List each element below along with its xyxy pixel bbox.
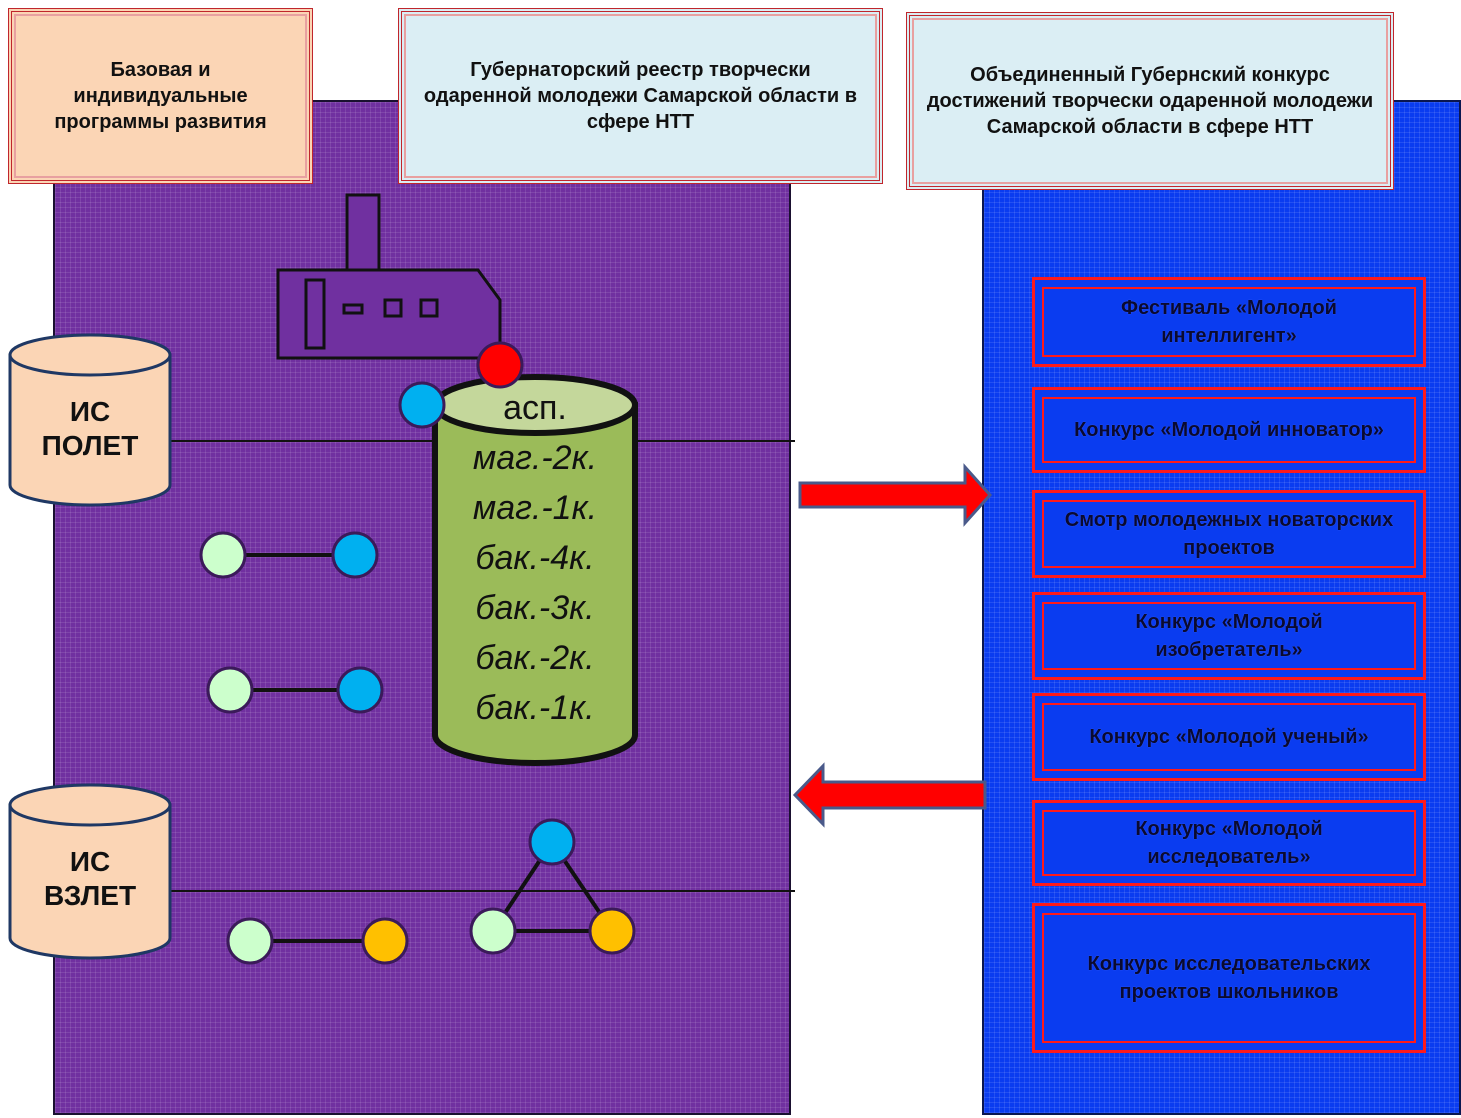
node-orange-triangle [588,907,636,955]
competition-school-research-projects: Конкурс исследовательских проектов школь… [1032,903,1426,1053]
server-icon [276,193,502,360]
node-green-3 [226,917,274,965]
competition-label: Конкурс «Молодой ученый» [1089,726,1369,748]
competition-young-innovator: Конкурс «Молодой инноватор» [1032,387,1426,473]
registry-level-asp: асп. [503,389,567,427]
registry-level-bak1: бак.-1к. [475,689,595,727]
competition-label: Конкурс «Молодой инноватор» [1074,419,1384,441]
competition-label: Конкурс «Молодой исследователь» [1135,818,1323,868]
node-blue-1 [331,531,379,579]
registry-level-bak2: бак.-2к. [475,639,595,677]
arrow-left-icon [792,762,987,828]
node-blue-cylinder [398,381,446,429]
node-green-triangle [469,907,517,955]
competition-festival-young-intellectual: Фестиваль «Молодой интеллигент» [1032,277,1426,367]
arrow-right-icon [798,463,993,527]
competition-young-scientist: Конкурс «Молодой ученый» [1032,693,1426,781]
is-polet-line2: ПОЛЕТ [41,430,139,461]
competition-label: Фестиваль «Молодой интеллигент» [1121,297,1337,347]
header-united-competition: Объединенный Губернский конкурс достижен… [906,12,1394,190]
node-red [476,341,524,389]
registry-level-mag2: маг.-2к. [472,439,598,477]
header-middle-text: Губернаторский реестр творчески одаренно… [423,59,858,133]
competition-label: Конкурс исследовательских проектов школь… [1087,953,1371,1003]
is-polet-line1: ИС [69,396,111,427]
registry-level-mag1: маг.-1к. [472,489,598,527]
node-green-2 [206,666,254,714]
node-orange-1 [361,917,409,965]
registry-level-bak4: бак.-4к. [475,539,595,577]
competition-young-researcher: Конкурс «Молодой исследователь» [1032,800,1426,886]
competition-youth-innovation-review: Смотр молодежных новаторских проектов [1032,490,1426,578]
is-vzlet-line1: ИС [69,846,111,877]
node-blue-triangle [528,818,576,866]
line-vzlet [168,890,795,892]
node-blue-2 [336,666,384,714]
competition-label: Смотр молодежных новаторских проектов [1064,509,1394,559]
header-right-text: Объединенный Губернский конкурс достижен… [926,64,1374,138]
is-vzlet-line2: ВЗЛЕТ [43,880,137,911]
competition-young-inventor: Конкурс «Молодой изобретатель» [1032,592,1426,680]
is-vzlet-database-icon [8,783,172,960]
competition-label: Конкурс «Молодой изобретатель» [1135,611,1323,661]
header-governor-registry: Губернаторский реестр творчески одаренно… [398,8,883,184]
header-development-programs: Базовая и индивидуальные программы разви… [8,8,313,184]
is-polet-database-icon [8,333,172,507]
registry-level-bak3: бак.-3к. [475,589,595,627]
header-left-text: Базовая и индивидуальные программы разви… [54,59,267,133]
node-green-1 [199,531,247,579]
